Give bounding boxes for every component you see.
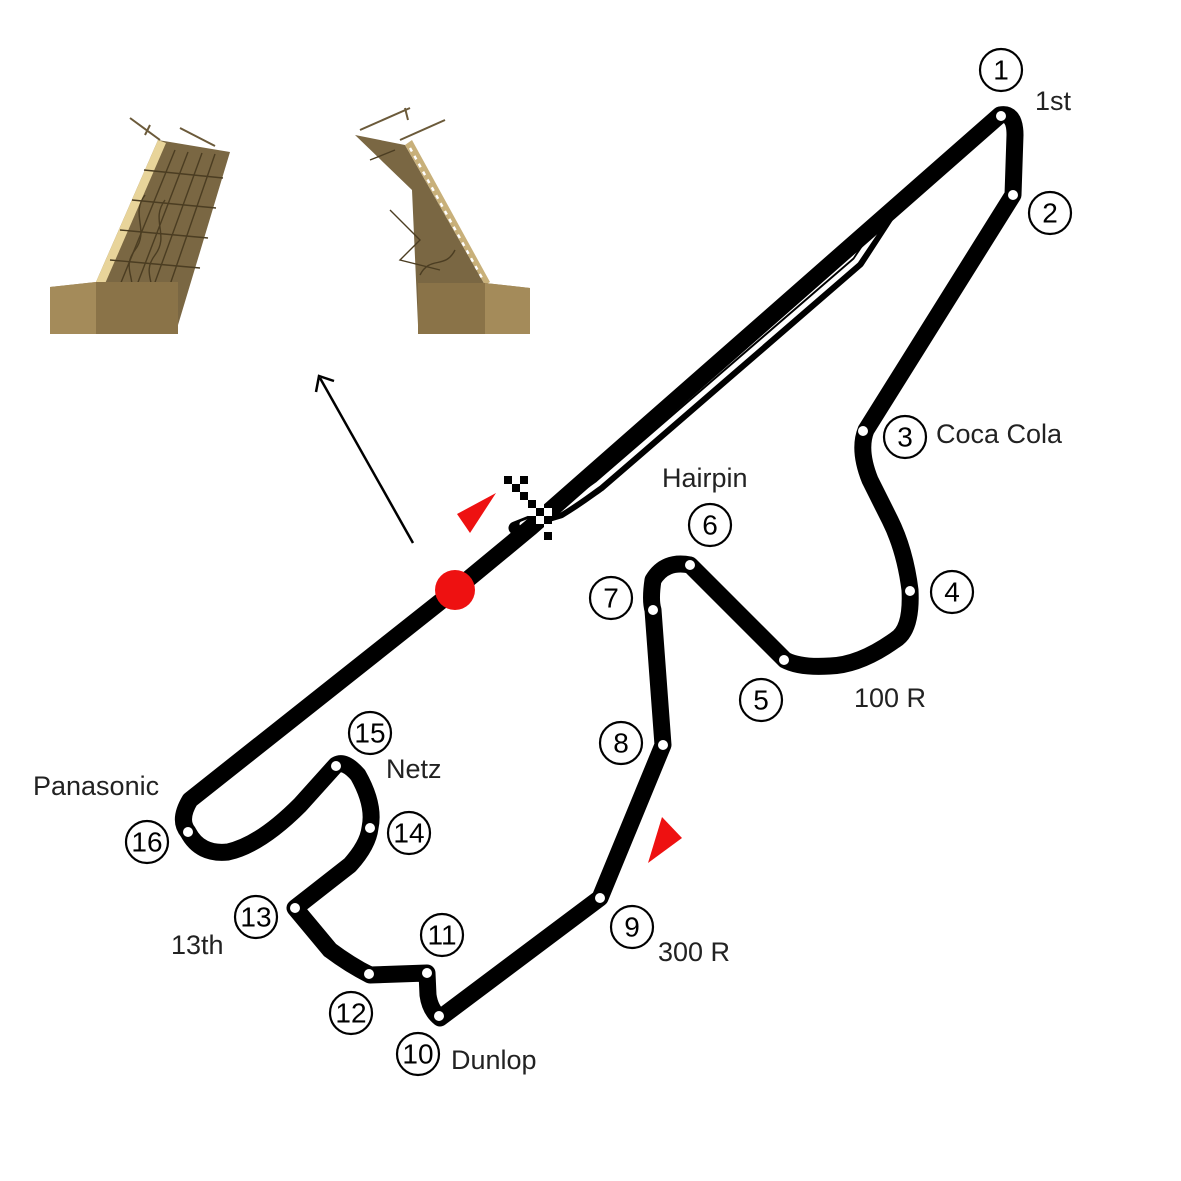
corner-number: 2 (1042, 198, 1058, 229)
corner-badge-11: 11 (419, 912, 465, 958)
corner-number: 15 (354, 718, 385, 749)
corner-number: 14 (393, 818, 424, 849)
corner-marker-12 (364, 969, 374, 979)
corner-name-15: Netz (386, 754, 442, 784)
corner-marker-5 (779, 655, 789, 665)
corner-number: 4 (944, 577, 960, 608)
corner-badge-13: 13 (233, 894, 279, 940)
corner-marker-11 (422, 968, 432, 978)
corner-badge-15: 15 (347, 710, 393, 756)
corner-number: 1 (993, 55, 1009, 86)
corner-number: 16 (131, 827, 162, 858)
corner-number: 13 (240, 902, 271, 933)
corner-number: 6 (702, 510, 718, 541)
corner-name-3: Coca Cola (936, 419, 1063, 449)
corner-marker-7 (648, 605, 658, 615)
direction-triangle-icon (648, 817, 682, 863)
corner-badge-9: 9 (609, 904, 655, 950)
corner-name-1: 1st (1035, 86, 1072, 116)
corner-marker-15 (331, 761, 341, 771)
corner-marker-14 (365, 823, 375, 833)
corner-marker-1 (996, 111, 1006, 121)
corner-badge-1: 1 (978, 47, 1024, 93)
corner-number: 9 (624, 912, 640, 943)
pointer-arrow-icon (314, 374, 415, 544)
location-dot-icon (435, 570, 475, 610)
corner-number: 12 (335, 998, 366, 1029)
corner-markers (183, 111, 1018, 1021)
corner-badge-4: 4 (929, 569, 975, 615)
corner-name-16: Panasonic (33, 771, 159, 801)
corner-number: 8 (613, 728, 629, 759)
corner-name-10: Dunlop (451, 1045, 537, 1075)
corner-marker-2 (1008, 190, 1018, 200)
corner-name-5: 100 R (854, 683, 926, 713)
corner-badge-7: 7 (588, 575, 634, 621)
corner-number: 7 (603, 583, 619, 614)
corner-marker-9 (595, 893, 605, 903)
corner-badge-14: 14 (386, 810, 432, 856)
corner-badge-3: 3 (882, 414, 928, 460)
corner-badge-6: 6 (687, 502, 733, 548)
drawbridge-icon (50, 107, 530, 334)
corner-marker-16 (183, 827, 193, 837)
corner-name-9: 300 R (658, 937, 730, 967)
corner-badge-2: 2 (1027, 190, 1073, 236)
race-track (175, 106, 1024, 1027)
direction-triangle-icon (457, 493, 496, 533)
corner-name-6: Hairpin (662, 463, 748, 493)
checkered-flag-icon (504, 476, 552, 540)
corner-number: 5 (753, 685, 769, 716)
corner-marker-4 (905, 586, 915, 596)
corner-badge-8: 8 (598, 720, 644, 766)
corner-number: 3 (897, 422, 913, 453)
corner-marker-8 (658, 740, 668, 750)
corner-marker-3 (858, 426, 868, 436)
corner-badge-16: 16 (124, 819, 170, 865)
corner-marker-13 (290, 903, 300, 913)
corner-badge-10: 10 (395, 1031, 441, 1077)
corner-badge-12: 12 (328, 990, 374, 1036)
corner-marker-10 (434, 1011, 444, 1021)
corner-badge-5: 5 (738, 677, 784, 723)
corner-name-13: 13th (171, 930, 224, 960)
corner-marker-6 (685, 560, 695, 570)
corner-number: 10 (402, 1039, 433, 1070)
corner-number: 11 (427, 920, 456, 951)
